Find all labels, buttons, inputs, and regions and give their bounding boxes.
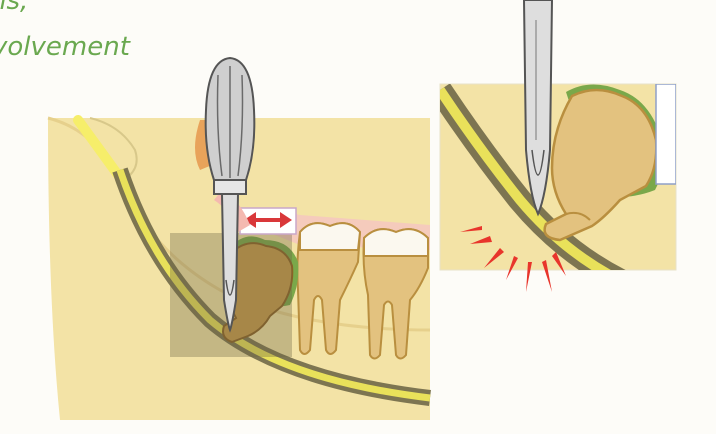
magnified-panel — [440, 0, 676, 292]
jaw-panel — [48, 58, 430, 420]
double-arrow-icon — [240, 208, 296, 234]
mag-adjacent-tooth — [656, 84, 676, 184]
